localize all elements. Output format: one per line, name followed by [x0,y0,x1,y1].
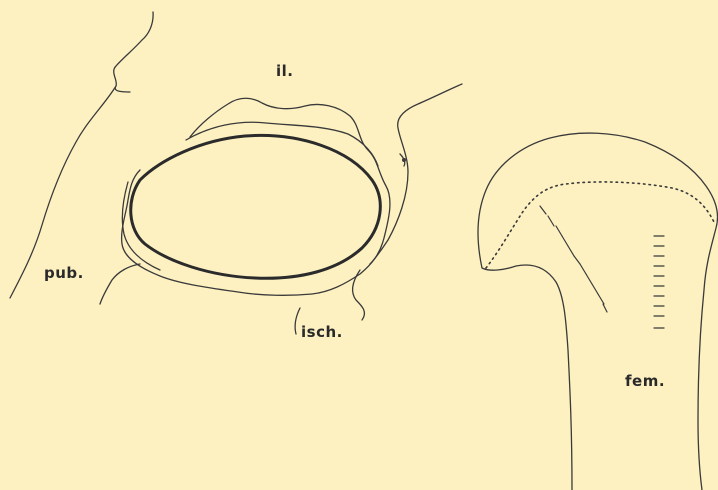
pelvis-inner-outline [122,122,378,270]
ilium-label: il. [276,64,293,79]
acetabulum-rim [131,135,381,278]
femur-hatching-left [540,206,607,312]
femur-label: fem. [625,374,665,389]
pubis-lower-outline [100,264,140,304]
pubis-outline [10,12,153,298]
pelvis-outer-outline [122,98,390,295]
pubis-label: pub. [44,266,84,281]
femur-hatching-right [654,236,664,328]
femur-dotted-line [486,182,714,268]
ischium-label: isch. [301,325,343,340]
femur-outline [478,133,718,490]
ilium-mark [402,158,406,162]
